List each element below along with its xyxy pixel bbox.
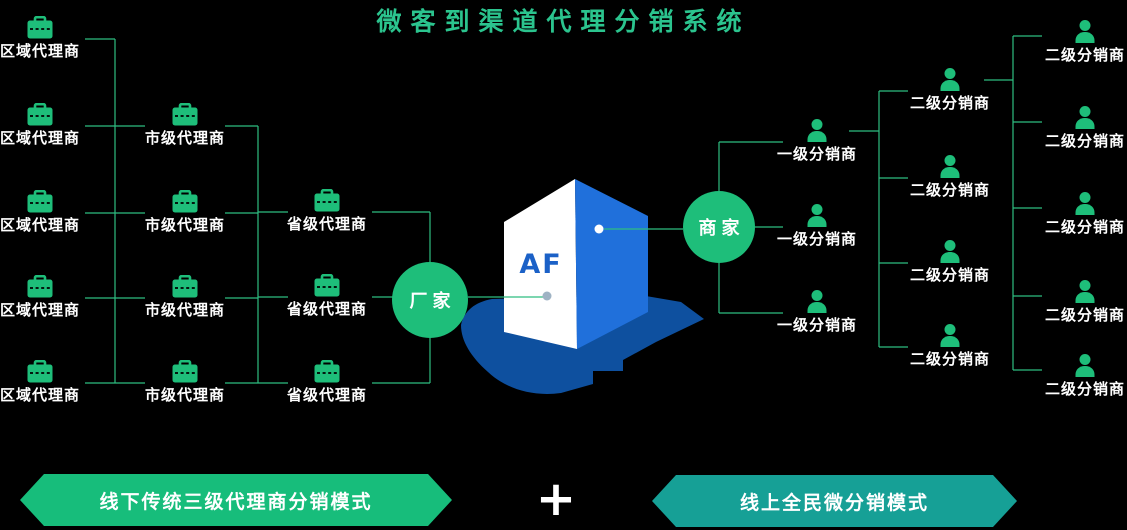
- node-level2-distributor: 二级分销商: [905, 324, 995, 367]
- node-level2-distributor: 二级分销商: [1040, 20, 1127, 63]
- node-label: 二级分销商: [1044, 132, 1125, 150]
- node-label: 二级分销商: [1044, 46, 1125, 64]
- online-model-banner: 线上全民微分销模式: [652, 475, 1017, 527]
- node-label: 一级分销商: [776, 145, 857, 163]
- node-province-agent: 省级代理商: [282, 360, 372, 403]
- node-city-agent: 市级代理商: [140, 103, 230, 146]
- offline-model-label: 线下传统三级代理商分销模式: [99, 490, 373, 513]
- node-level2-distributor: 二级分销商: [905, 155, 995, 198]
- person-icon: [807, 204, 827, 227]
- node-regional-agent: 区域代理商: [0, 16, 85, 59]
- node-label: 二级分销商: [909, 181, 990, 199]
- person-icon: [1075, 192, 1095, 215]
- briefcase-icon: [314, 274, 340, 297]
- connector-lines: [85, 35, 1042, 384]
- node-label: 二级分销商: [1044, 218, 1125, 236]
- right-anchor-dot: [594, 224, 604, 234]
- node-label: 二级分销商: [909, 94, 990, 112]
- node-label: 市级代理商: [144, 129, 225, 147]
- plus-sign: +: [535, 471, 577, 527]
- briefcase-icon: [314, 189, 340, 212]
- box-right-face: [575, 179, 648, 349]
- node-label: 省级代理商: [286, 386, 367, 404]
- node-label: 区域代理商: [0, 301, 80, 319]
- node-level2-distributor: 二级分销商: [1040, 354, 1127, 397]
- node-level2-distributor: 二级分销商: [1040, 192, 1127, 235]
- person-icon: [940, 240, 960, 263]
- node-label: 二级分销商: [1044, 306, 1125, 324]
- briefcase-icon: [27, 16, 53, 39]
- node-label: 区域代理商: [0, 129, 80, 147]
- node-label: 省级代理商: [286, 300, 367, 318]
- node-regional-agent: 区域代理商: [0, 360, 85, 403]
- node-level1-distributor: 一级分销商: [772, 290, 862, 333]
- person-icon: [807, 290, 827, 313]
- node-level2-distributor: 二级分销商: [1040, 280, 1127, 323]
- node-label: 区域代理商: [0, 386, 80, 404]
- briefcase-icon: [27, 103, 53, 126]
- node-label: 二级分销商: [909, 266, 990, 284]
- node-regional-agent: 区域代理商: [0, 190, 85, 233]
- online-model-label: 线上全民微分销模式: [739, 491, 929, 514]
- node-regional-agent: 区域代理商: [0, 275, 85, 318]
- node-level2-distributor: 二级分销商: [1040, 106, 1127, 149]
- node-label: 省级代理商: [286, 215, 367, 233]
- person-icon: [940, 155, 960, 178]
- node-label: 市级代理商: [144, 301, 225, 319]
- briefcase-icon: [27, 190, 53, 213]
- page-title: 微客到渠道代理分销系统: [376, 7, 751, 36]
- node-label: 区域代理商: [0, 42, 80, 60]
- person-icon: [940, 324, 960, 347]
- node-province-agent: 省级代理商: [282, 274, 372, 317]
- person-icon: [1075, 20, 1095, 43]
- briefcase-icon: [172, 103, 198, 126]
- node-city-agent: 市级代理商: [140, 360, 230, 403]
- offline-model-banner: 线下传统三级代理商分销模式: [20, 474, 452, 526]
- left-anchor-dot: [542, 291, 552, 301]
- briefcase-icon: [314, 360, 340, 383]
- node-level1-distributor: 一级分销商: [772, 204, 862, 247]
- node-label: 区域代理商: [0, 216, 80, 234]
- box-label: AF: [519, 249, 562, 280]
- node-label: 一级分销商: [776, 316, 857, 334]
- node-level2-distributor: 二级分销商: [905, 240, 995, 283]
- manufacturer-label: 厂家: [409, 291, 456, 312]
- merchant-circle: 商家: [683, 191, 755, 263]
- node-label: 一级分销商: [776, 230, 857, 248]
- person-icon: [1075, 354, 1095, 377]
- briefcase-icon: [27, 360, 53, 383]
- node-city-agent: 市级代理商: [140, 275, 230, 318]
- briefcase-icon: [172, 360, 198, 383]
- node-label: 二级分销商: [1044, 380, 1125, 398]
- person-icon: [807, 119, 827, 142]
- person-icon: [1075, 280, 1095, 303]
- box-left-face: [504, 179, 577, 349]
- node-label: 市级代理商: [144, 386, 225, 404]
- node-level1-distributor: 一级分销商: [772, 119, 862, 162]
- person-icon: [940, 68, 960, 91]
- node-province-agent: 省级代理商: [282, 189, 372, 232]
- node-level2-distributor: 二级分销商: [905, 68, 995, 111]
- node-regional-agent: 区域代理商: [0, 103, 85, 146]
- node-label: 二级分销商: [909, 350, 990, 368]
- briefcase-icon: [172, 275, 198, 298]
- node-city-agent: 市级代理商: [140, 190, 230, 233]
- merchant-label: 商家: [698, 218, 745, 239]
- briefcase-icon: [27, 275, 53, 298]
- manufacturer-circle: 厂家: [392, 262, 468, 338]
- node-label: 市级代理商: [144, 216, 225, 234]
- briefcase-icon: [172, 190, 198, 213]
- person-icon: [1075, 106, 1095, 129]
